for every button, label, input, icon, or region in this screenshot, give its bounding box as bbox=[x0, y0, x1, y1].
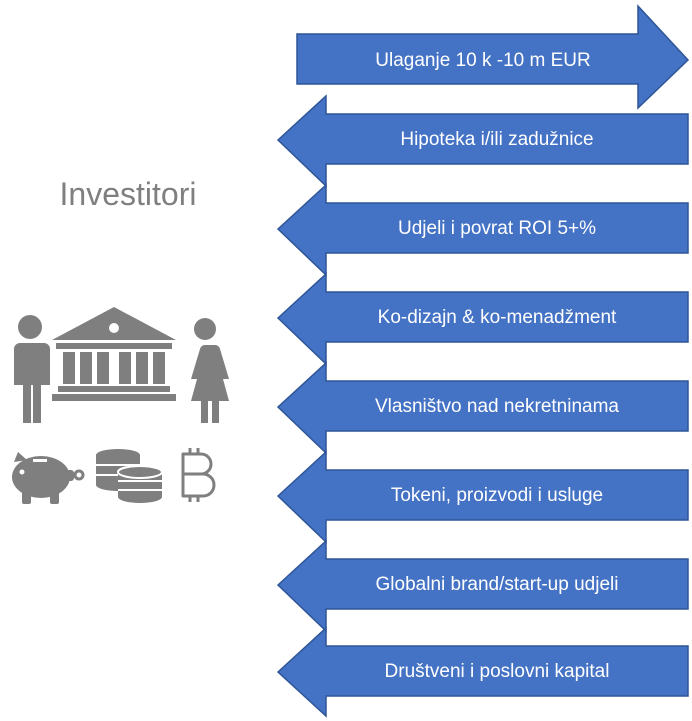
arrow-global-brand: Globalni brand/start-up udjeli bbox=[276, 539, 689, 633]
arrow-social-capital: Društveni i poslovni kapital bbox=[276, 626, 689, 718]
bank-icon bbox=[52, 307, 176, 401]
arrow-label: Ulaganje 10 k -10 m EUR bbox=[375, 50, 590, 71]
woman-icon bbox=[191, 318, 229, 423]
arrow-shares-roi: Udjeli i povrat ROI 5+% bbox=[276, 183, 689, 277]
man-icon bbox=[14, 315, 50, 423]
arrow-label: Vlasništvo nad nekretninama bbox=[375, 396, 619, 417]
investors-title: Investitori bbox=[60, 176, 197, 212]
arrow-label: Hipoteka i/ili zadužnice bbox=[400, 129, 593, 150]
arrow-label: Globalni brand/start-up udjeli bbox=[376, 574, 619, 595]
bitcoin-icon bbox=[181, 448, 216, 502]
arrow-label: Udjeli i povrat ROI 5+% bbox=[398, 218, 596, 239]
arrow-codesign: Ko-dizajn & ko-menadžment bbox=[276, 272, 689, 366]
arrow-label: Ko-dizajn & ko-menadžment bbox=[378, 307, 617, 328]
arrow-label: Tokeni, proizvodi i usluge bbox=[391, 485, 603, 506]
arrow-label: Društveni i poslovni kapital bbox=[385, 661, 610, 682]
coins-icon bbox=[96, 449, 163, 503]
arrow-property-ownership: Vlasništvo nad nekretninama bbox=[276, 361, 689, 455]
piggy-bank-icon bbox=[12, 452, 85, 504]
arrow-mortgage: Hipoteka i/ili zadužnice bbox=[276, 94, 689, 188]
arrow-tokens-products: Tokeni, proizvodi i usluge bbox=[276, 450, 689, 544]
arrow-investment-range: Ulaganje 10 k -10 m EUR bbox=[296, 4, 690, 110]
